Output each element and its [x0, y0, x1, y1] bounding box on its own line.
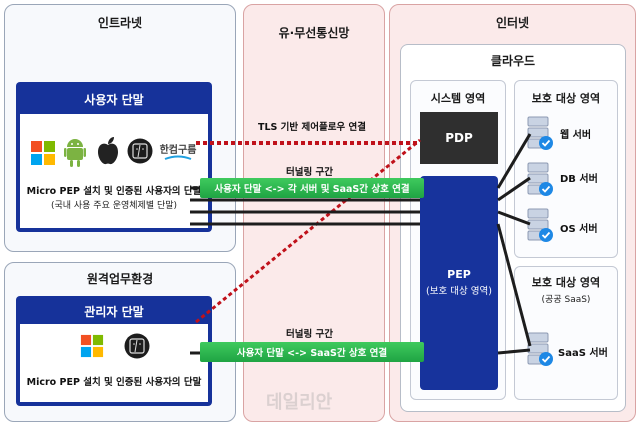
pep-saas-line-2 [497, 348, 531, 355]
android-icon [64, 139, 86, 167]
windows-icon [80, 334, 104, 358]
tunnel1-title: 터널링 구간 [286, 167, 334, 178]
admin-terminal-caption: Micro PEP 설치 및 인증된 사용자의 단말 [26, 377, 202, 388]
tunnel2-title: 터널링 구간 [286, 329, 334, 340]
hancom-gooroom-label: 한컴구름 [159, 145, 197, 156]
internet-title: 인터넷 [495, 16, 530, 30]
admin-terminal-title: 관리자 단말 [84, 305, 144, 319]
admin-terminal-body [20, 324, 208, 402]
db-server-label: DB 서버 [560, 174, 598, 185]
pep-sublabel: (보호 대상 영역) [426, 286, 492, 297]
hancom-gooroom-icon: 한컴구름 [158, 139, 198, 165]
macos-icon [124, 333, 150, 359]
pep-db-line [497, 176, 531, 202]
pep-os-line [497, 210, 531, 226]
tunnel2-bar: 사용자 단말 <-> SaaS간 상호 연결 [200, 342, 424, 362]
pep-web-line [496, 133, 532, 189]
system-area-title: 시스템 영역 [430, 92, 486, 105]
db-server-icon [527, 162, 553, 196]
network-title: 유·무선통신망 [278, 26, 350, 40]
user-terminal-caption: Micro PEP 설치 및 인증된 사용자의 단말 [26, 186, 202, 197]
cloud-title: 클라우드 [490, 54, 536, 68]
user-terminal-subcaption: (국내 사용 주요 운영체제별 단말) [50, 201, 178, 211]
remote-work-title: 원격업무환경 [86, 272, 154, 286]
tunnel1-bar: 사용자 단말 <-> 각 서버 및 SaaS간 상호 연결 [200, 178, 424, 198]
saas-server-icon [527, 332, 553, 366]
apple-icon [98, 137, 118, 165]
watermark: 데일리안 [266, 392, 333, 413]
macos-icon [127, 138, 153, 164]
windows-icon [31, 141, 55, 165]
user-terminal-body [20, 114, 208, 228]
saas-server-label: SaaS 서버 [558, 348, 608, 359]
intranet-title: 인트라넷 [97, 16, 143, 30]
user-terminal-title: 사용자 단말 [84, 93, 144, 107]
tls-label: TLS 기반 제어플로우 연결 [258, 122, 366, 133]
pep-box [420, 176, 498, 390]
pep-label: PEP [447, 268, 471, 281]
admin-control-line [195, 138, 421, 324]
os-server-label: OS 서버 [560, 224, 598, 235]
web-server-icon [527, 116, 553, 150]
pep-saas-line-1 [496, 223, 532, 347]
protected-saas-title: 보호 대상 영역 [531, 276, 601, 289]
web-server-label: 웹 서버 [560, 130, 592, 141]
pdp-box: PDP [420, 112, 498, 164]
protected-area-title: 보호 대상 영역 [531, 92, 601, 105]
protected-saas-subtitle: (공공 SaaS) [541, 295, 591, 305]
